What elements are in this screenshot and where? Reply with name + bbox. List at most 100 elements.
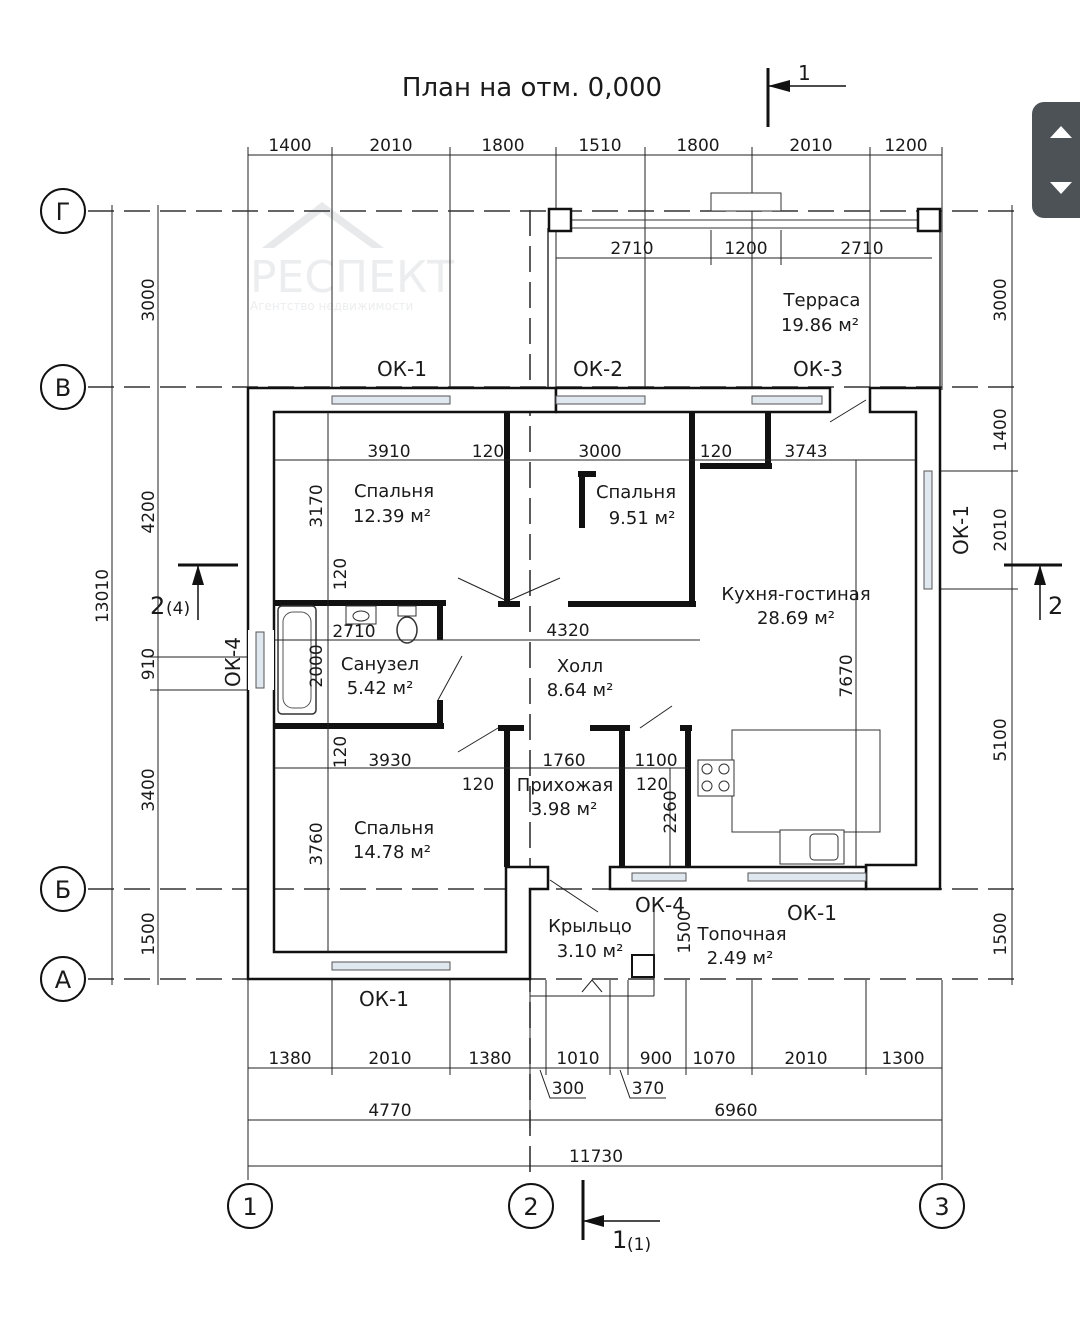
dim-terrace-1: 2710 (610, 239, 653, 259)
dim-left-1: 3000 (139, 278, 159, 321)
section-2-left-sub: (4) (166, 599, 190, 619)
dim-top-5: 1800 (676, 136, 719, 156)
room-bathroom-name: Санузел (341, 654, 419, 675)
room-bedroom1-area: 12.39 м² (353, 506, 431, 527)
scroll-widget (1032, 102, 1080, 218)
room-kitchen-name: Кухня-гостиная (721, 584, 870, 605)
dim-bottom-370: 370 (632, 1079, 664, 1099)
room-bedroom2-name: Спальня (596, 482, 676, 503)
window-ok1-right: ОК-1 (949, 505, 973, 555)
dim-right-2: 1400 (991, 408, 1011, 451)
room-labels: Терраса 19.86 м² Спальня 12.39 м² Спальн… (341, 290, 871, 969)
dim-top-3: 1800 (481, 136, 524, 156)
room-terrace-area: 19.86 м² (781, 315, 859, 336)
section-1-bottom-sub: (1) (627, 1235, 651, 1255)
window-ok4-bottom: ОК-4 (635, 893, 685, 917)
room-porch-area: 3.10 м² (557, 941, 624, 962)
left-dimension-chain: 3000 4200 910 3400 1500 13010 (93, 205, 248, 985)
dim-terrace-3: 2710 (840, 239, 883, 259)
room-bedroom3-name: Спальня (354, 818, 434, 839)
dim-terrace-2: 1200 (724, 239, 767, 259)
dim-3170: 3170 (307, 484, 327, 527)
section-marker-1-top: 1 (766, 61, 846, 127)
dim-3760: 3760 (307, 822, 327, 865)
dim-bottom-6: 1070 (692, 1049, 735, 1069)
dim-2710: 2710 (332, 622, 375, 642)
dim-right-4: 5100 (991, 718, 1011, 761)
dim-top-7: 1200 (884, 136, 927, 156)
dim-bottom-11730: 11730 (569, 1147, 623, 1167)
dim-bottom-5: 900 (640, 1049, 672, 1069)
dim-top-4: 1510 (578, 136, 621, 156)
watermark-brand: РЕСПЕКТ (250, 252, 454, 303)
scroll-down-button[interactable] (1032, 160, 1080, 218)
dim-2260: 2260 (661, 790, 681, 833)
room-terrace-name: Терраса (783, 290, 861, 311)
fixtures (277, 605, 881, 997)
inner-dimensions: 3910 120 3000 120 3743 3170 120 2710 432… (274, 412, 916, 954)
axis-v: В (55, 374, 71, 402)
room-hall-name: Холл (557, 656, 603, 677)
scroll-up-button[interactable] (1032, 102, 1080, 160)
room-bedroom1-name: Спальня (354, 481, 434, 502)
axis-a: А (55, 966, 72, 994)
dim-bottom-8: 1300 (881, 1049, 924, 1069)
dim-bottom-7: 2010 (784, 1049, 827, 1069)
dim-left-2: 4200 (139, 490, 159, 533)
plan-title: План на отм. 0,000 (402, 73, 662, 103)
dim-top-6: 2010 (789, 136, 832, 156)
room-bathroom-area: 5.42 м² (347, 678, 414, 699)
dim-top-1: 1400 (268, 136, 311, 156)
right-dimension-chain: 3000 1400 2010 5100 1500 (940, 205, 1018, 985)
dim-1100: 1100 (634, 751, 677, 771)
dim-right-3: 2010 (991, 508, 1011, 551)
dim-left-3: 910 (139, 648, 159, 680)
section-2-left-label: 2 (150, 592, 165, 620)
dim-3000: 3000 (578, 442, 621, 462)
dim-120-a: 120 (472, 442, 504, 462)
terrace: 2710 1200 2710 (547, 192, 942, 390)
dim-120-e: 120 (462, 775, 494, 795)
axis-b: Б (55, 876, 71, 904)
room-boiler-name: Топочная (696, 924, 786, 945)
windows: ОК-1 ОК-2 ОК-3 ОК-1 ОК-4 ОК-4 ОК-1 ОК-1 (221, 357, 973, 1011)
window-ok4-left: ОК-4 (221, 637, 245, 687)
dim-bottom-1: 1380 (268, 1049, 311, 1069)
dim-120-f: 120 (636, 775, 668, 795)
window-ok2: ОК-2 (573, 357, 623, 381)
dim-left-4: 3400 (139, 768, 159, 811)
watermark-logo: РЕСПЕКТ Агентство недвижимости (250, 202, 454, 313)
section-1-top-label: 1 (798, 61, 811, 85)
dim-bottom-6960: 6960 (714, 1101, 757, 1121)
section-marker-2-left: 2 (4) (150, 563, 238, 620)
dim-3930: 3930 (368, 751, 411, 771)
dim-bottom-4770: 4770 (368, 1101, 411, 1121)
dim-4320: 4320 (546, 621, 589, 641)
window-ok1-bottom-right: ОК-1 (787, 901, 837, 925)
dim-right-1: 3000 (991, 278, 1011, 321)
room-bedroom3-area: 14.78 м² (353, 842, 431, 863)
room-entry-area: 3.98 м² (531, 799, 598, 820)
window-ok1-bottom-left: ОК-1 (359, 987, 409, 1011)
dim-top-2: 2010 (369, 136, 412, 156)
room-entry-name: Прихожая (517, 775, 613, 796)
outer-walls (246, 386, 942, 981)
partitions (274, 399, 867, 913)
chevron-up-icon (1050, 126, 1072, 138)
window-ok3: ОК-3 (793, 357, 843, 381)
section-2-right-label: 2 (1048, 592, 1063, 620)
room-bedroom2-area: 9.51 м² (609, 508, 676, 529)
dim-bottom-4: 1010 (556, 1049, 599, 1069)
room-boiler-area: 2.49 м² (707, 948, 774, 969)
section-marker-1-bottom: 1 (1) (581, 1180, 660, 1255)
axis-1: 1 (242, 1193, 257, 1221)
dim-bottom-2: 2010 (368, 1049, 411, 1069)
room-kitchen-area: 28.69 м² (757, 608, 835, 629)
dim-1500-inner: 1500 (675, 910, 695, 953)
window-ok1-top: ОК-1 (377, 357, 427, 381)
axis-g: Г (56, 198, 71, 226)
axis-3: 3 (934, 1193, 949, 1221)
room-porch-name: Крыльцо (548, 916, 632, 937)
dim-120-b: 120 (700, 442, 732, 462)
